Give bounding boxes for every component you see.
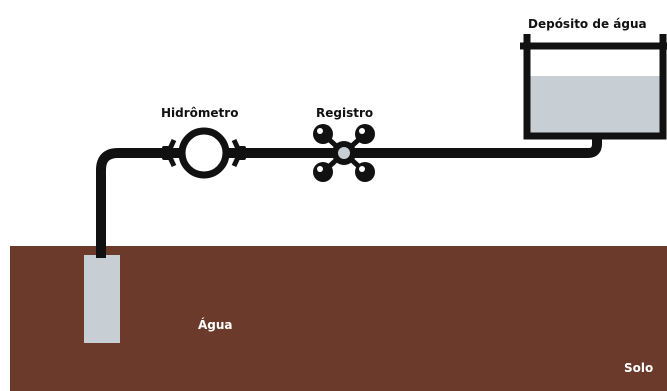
tank-label: Depósito de água <box>528 17 647 31</box>
soil-label: Solo <box>624 361 654 375</box>
water-label: Água <box>198 318 233 332</box>
well-water <box>84 255 120 343</box>
water-tank-icon <box>520 34 667 140</box>
meter-label: Hidrômetro <box>161 106 239 120</box>
valve-icon <box>313 124 375 182</box>
water-meter-icon <box>162 127 246 179</box>
valve-label: Registro <box>316 106 374 120</box>
